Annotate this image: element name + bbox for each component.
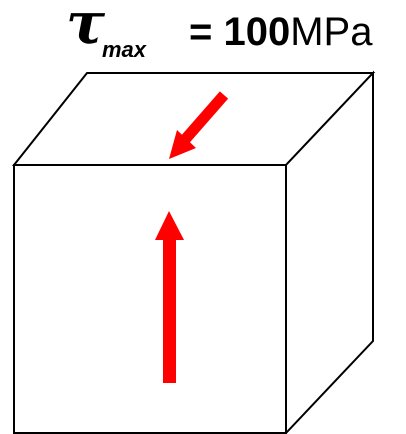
cube-front-face: [13, 164, 287, 434]
stress-value: = 100MPa: [189, 12, 372, 52]
max-shear-stress-label: τ max = 100MPa: [0, 0, 406, 80]
stress-unit: MPa: [290, 10, 373, 54]
shear-arrow-front: [155, 211, 184, 383]
equals-sign: =: [189, 10, 213, 54]
stress-number: 100: [223, 10, 291, 54]
shear-arrow-top: [169, 91, 229, 159]
tau-subscript: max: [102, 37, 147, 62]
tau-symbol: τ: [66, 0, 106, 57]
